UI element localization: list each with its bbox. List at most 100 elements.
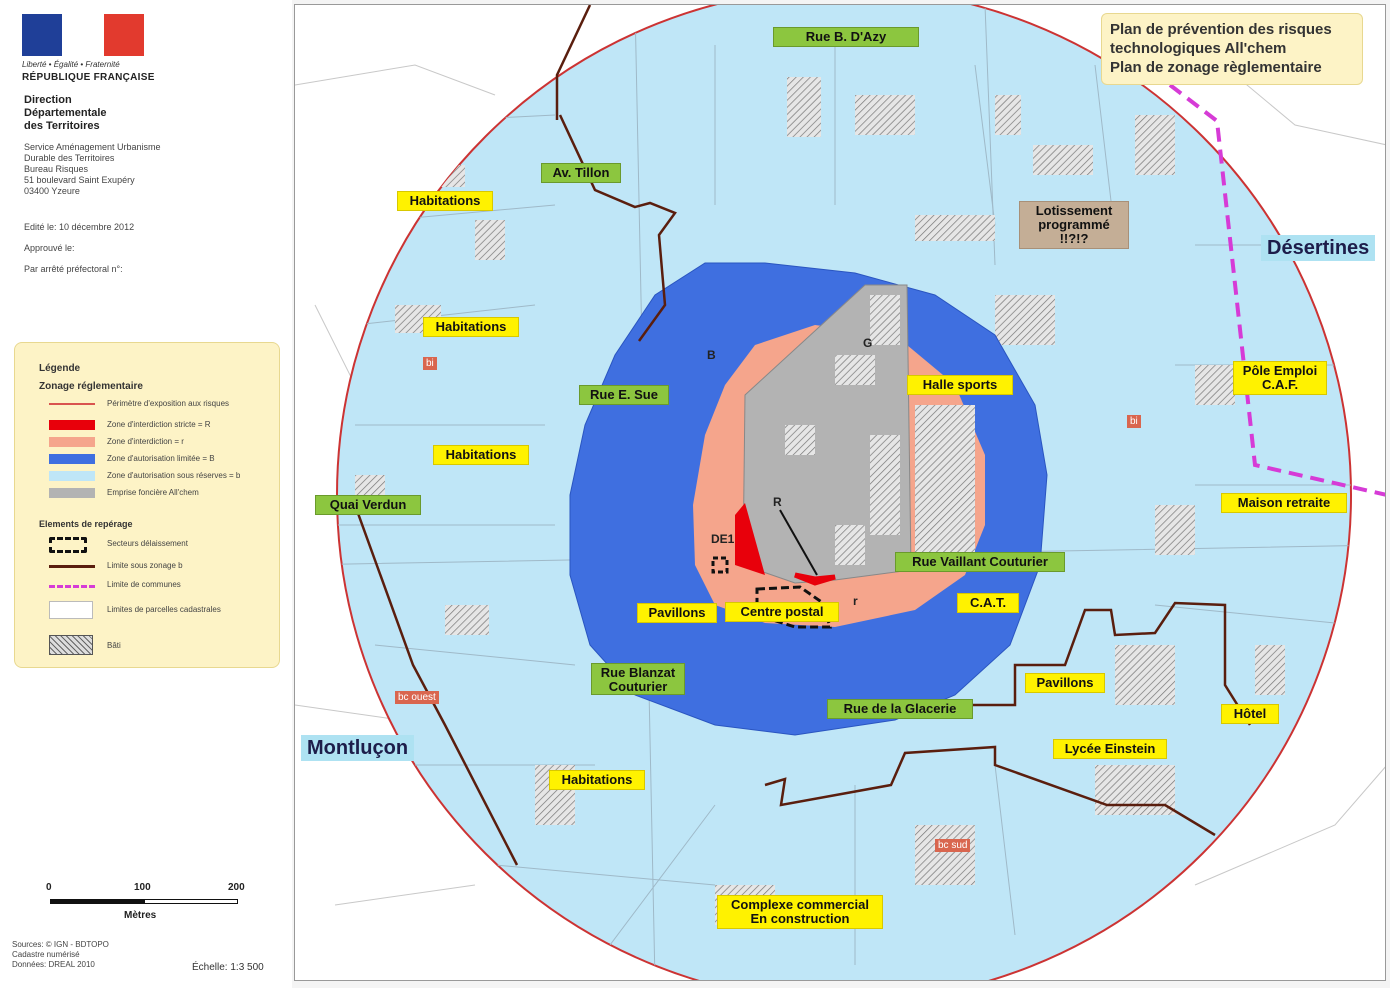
street-label: Rue B. D'Azy [773,27,919,47]
zone-code: bc sud [935,839,971,852]
limit-b-north [558,114,677,342]
service-line: Durable des Territoires [24,153,115,163]
decree-number: Par arrêté préfectoral n°: [24,264,123,274]
service-line: 03400 Yzeure [24,186,80,196]
zone-letter-B: B [707,348,716,362]
service-line: Service Aménagement Urbanisme [24,142,161,152]
scale-unit: Mètres [124,910,157,921]
commune-limit [1168,83,1385,497]
scale-ratio: Échelle: 1:3 500 [192,962,264,973]
map-canvas[interactable]: Plan de prévention des risques technolog… [294,4,1386,981]
place-label: Complexe commercial En construction [717,895,883,929]
map-title-line: Plan de zonage règlementaire [1110,59,1322,76]
direction-line: Direction [24,94,72,106]
zone-R-south [794,572,836,586]
legend-swatch-perimeter [49,403,95,405]
zone-letter-DE1: DE1 [711,532,735,546]
legend-item: Zone d'autorisation limitée = B [107,454,215,463]
legend-swatch-limit-b [49,565,95,568]
service-line: 51 boulevard Saint Exupéry [24,175,135,185]
legend-swatch-B [49,454,95,464]
legend-swatch-R [49,420,95,430]
edited-date: Edité le: 10 décembre 2012 [24,222,135,232]
direction-line: des Territoires [24,120,100,132]
legend-item: Zone d'autorisation sous réserves = b [107,471,241,480]
place-label: Pavillons [637,603,717,623]
source-line: Données: DREAL 2010 [12,960,95,969]
zone-code: bi [423,357,437,370]
legend-item: Zone d'interdiction = r [107,437,184,446]
site-buildings [785,295,975,565]
approved-date: Approuvé le: [24,243,75,253]
legend-swatch-parcels [49,601,93,619]
zone-letter-G: G [863,336,873,350]
service-address: Service Aménagement Urbanisme Durable de… [24,142,161,197]
place-label: Hôtel [1221,704,1279,724]
lotissement-label: Lotissement programmé !!?!? [1019,201,1129,249]
legend-item: Zone d'interdiction stricte = R [107,420,211,429]
legend-item: Emprise foncière All'chem [107,488,199,497]
legend-item: Périmètre d'exposition aux risques [107,399,230,408]
place-label: Habitations [549,770,645,790]
place-label: Centre postal [725,602,839,622]
place-label: Lycée Einstein [1053,739,1167,759]
R-leader [779,509,818,576]
legend-item: Bâti [107,641,121,650]
legend-swatch-allchem [49,488,95,498]
legend-item: Limites de parcelles cadastrales [107,605,221,614]
place-label: Halle sports [907,375,1013,395]
zone-code: bc ouest [395,691,439,704]
commune-label-desertines: Désertines [1261,235,1376,261]
legend-swatch-delaissement [49,537,87,553]
legend-subtitle: Zonage réglementaire [39,381,143,392]
street-label: Rue E. Sue [579,385,669,405]
legend-elements-title: Elements de repérage [39,519,133,529]
scale-tick: 0 [46,882,52,893]
legend-item: Limite de communes [107,580,181,589]
legend-panel: Légende Zonage réglementaire Périmètre d… [14,342,280,668]
place-label: Habitations [433,445,529,465]
limit-b-south [764,745,1216,837]
limit-b-north2 [555,5,592,120]
side-panel: Liberté • Égalité • Fraternité RÉPUBLIQU… [0,0,292,988]
street-label: Quai Verdun [315,495,421,515]
zone-code: bi [1127,415,1141,428]
scale-tick: 100 [134,882,151,893]
scale-bar: 0 100 200 Mètres [44,882,254,926]
republic-name: RÉPUBLIQUE FRANÇAISE [22,72,155,83]
street-label: Rue Vaillant Couturier [895,552,1065,572]
street-label: Rue de la Glacerie [827,699,973,719]
legend-swatch-r [49,437,95,447]
legend-item: Secteurs délaissement [107,539,188,548]
place-label: Maison retraite [1221,493,1347,513]
commune-label-montlucon: Montluçon [301,735,415,761]
place-label: Habitations [397,191,493,211]
marianne-logo [22,14,144,56]
document-meta: Edité le: 10 décembre 2012 Approuvé le: … [24,222,134,285]
zone-letter-R: R [773,495,782,509]
map-title-line: Plan de prévention des risques [1110,21,1332,38]
DE1-sector [711,556,729,574]
map-title-line: technologiques All'chem [1110,40,1287,57]
legend-swatch-b [49,471,95,481]
map-title-box: Plan de prévention des risques technolog… [1101,13,1363,85]
source-line: Cadastre numérisé [12,950,80,959]
scale-tick: 200 [228,882,245,893]
source-line: Sources: © IGN - BDTOPO [12,940,109,949]
legend-swatch-communes [49,585,95,588]
zone-letter-r: r [853,594,858,608]
legend-title: Légende [39,363,81,374]
republic-motto: Liberté • Égalité • Fraternité [22,60,120,69]
place-label: Pavillons [1025,673,1105,693]
legend-item: Limite sous zonage b [107,561,183,570]
place-label: Habitations [423,317,519,337]
direction-block: Direction Départementale des Territoires [24,94,107,133]
zone-R-west [735,503,765,575]
legend-swatch-bati [49,635,93,655]
street-label: Rue Blanzat Couturier [591,663,685,695]
direction-line: Départementale [24,107,107,119]
limit-b-east [935,601,1252,726]
street-label: Av. Tillon [541,163,621,183]
place-label: Pôle Emploi C.A.F. [1233,361,1327,395]
